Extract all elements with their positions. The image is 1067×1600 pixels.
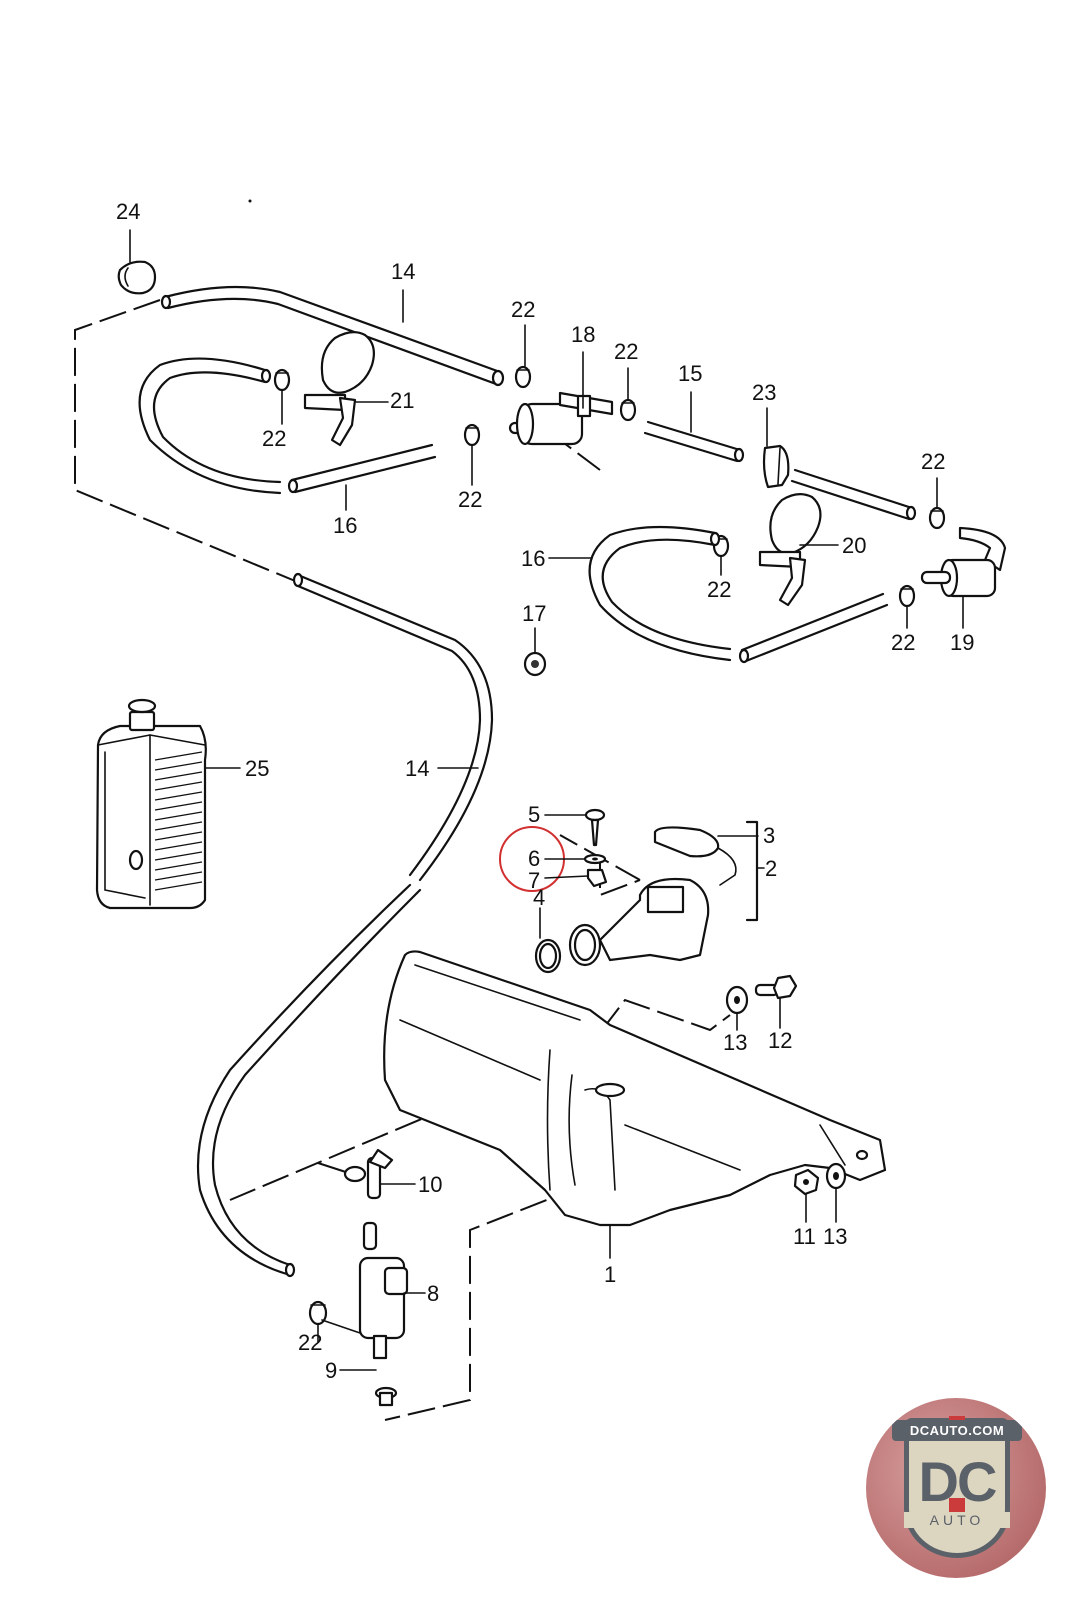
callout-8[interactable]: 8 [427, 1281, 439, 1306]
callout-24[interactable]: 24 [116, 199, 140, 224]
part-25-fluid-bottle[interactable] [95, 698, 207, 910]
clamp [619, 398, 637, 422]
part-24-clip[interactable] [117, 260, 157, 295]
part-1-reservoir[interactable] [383, 950, 887, 1227]
callout-3[interactable]: 3 [763, 823, 775, 848]
callout-labels: 24 14 22 18 22 15 23 21 22 22 16 22 16 2… [116, 199, 974, 1383]
callout-22[interactable]: 22 [262, 426, 286, 451]
part-23-clip[interactable] [762, 444, 790, 489]
logo-shield [904, 1418, 1010, 1558]
callout-16[interactable]: 16 [333, 513, 357, 538]
callout-13[interactable]: 13 [723, 1030, 747, 1055]
part-8-washer-pump[interactable] [321, 1256, 409, 1360]
callout-19[interactable]: 19 [950, 630, 974, 655]
callout-20[interactable]: 20 [842, 533, 866, 558]
hose-15[interactable] [643, 420, 745, 463]
clamp [928, 506, 946, 530]
callout-2[interactable]: 2 [765, 856, 777, 881]
part-19-check-valve[interactable] [920, 526, 1007, 598]
part-13-washer-lower[interactable] [825, 1162, 847, 1190]
hose-16-right[interactable] [588, 525, 732, 662]
hose-14-upper[interactable] [160, 285, 505, 387]
callout-16[interactable]: 16 [521, 546, 545, 571]
clamp [898, 584, 916, 608]
clamp [273, 368, 291, 392]
callout-10[interactable]: 10 [418, 1172, 442, 1197]
part-17-grommet[interactable] [523, 651, 547, 677]
part-21-washer-nozzle-left[interactable] [303, 331, 375, 447]
callout-22[interactable]: 22 [298, 1330, 322, 1355]
callout-22[interactable]: 22 [614, 339, 638, 364]
part-9-grommet[interactable] [374, 1386, 398, 1407]
callout-17[interactable]: 17 [522, 601, 546, 626]
part-13-washer-upper[interactable] [725, 985, 749, 1015]
callout-5[interactable]: 5 [528, 802, 540, 827]
dcauto-watermark-logo: DCAUTO.COM DC AUTO [866, 1398, 1046, 1578]
callout-23[interactable]: 23 [752, 380, 776, 405]
part-2-filler-neck[interactable] [568, 877, 710, 967]
callout-22[interactable]: 22 [707, 577, 731, 602]
part-6-washer[interactable] [583, 853, 607, 865]
part-10-elbow[interactable] [343, 1148, 394, 1251]
part-4-seal-ring[interactable] [534, 938, 562, 974]
hose-right-lower[interactable] [738, 592, 889, 664]
part-11-nut[interactable] [793, 1168, 820, 1196]
part-20-washer-nozzle-right[interactable] [758, 493, 822, 607]
part-12-bolt[interactable] [754, 974, 798, 1000]
callout-22[interactable]: 22 [458, 487, 482, 512]
callout-15[interactable]: 15 [678, 361, 702, 386]
callout-13[interactable]: 13 [823, 1224, 847, 1249]
callout-22[interactable]: 22 [921, 449, 945, 474]
clamp [514, 365, 532, 389]
callout-14[interactable]: 14 [391, 259, 415, 284]
part-18-check-valve-t[interactable] [508, 391, 614, 446]
hose-14-long[interactable] [196, 572, 494, 1278]
part-7-speed-nut[interactable] [586, 868, 608, 888]
bracket-2 [745, 820, 759, 922]
callout-22[interactable]: 22 [891, 630, 915, 655]
callout-7[interactable]: 7 [528, 868, 540, 893]
logo-letters: DC [918, 1450, 998, 1513]
hose-16-left[interactable] [138, 357, 282, 495]
leader-lines [129, 229, 964, 1371]
callout-6[interactable]: 6 [528, 846, 540, 871]
callout-14[interactable]: 14 [405, 756, 429, 781]
callout-21[interactable]: 21 [390, 388, 414, 413]
logo-subtitle: AUTO [904, 1512, 1010, 1528]
callout-11[interactable]: 11 [793, 1224, 816, 1249]
callout-9[interactable]: 9 [325, 1358, 337, 1383]
callout-4[interactable]: 4 [533, 885, 545, 910]
part-3-filler-cap[interactable] [653, 826, 737, 886]
logo-banner: DCAUTO.COM [892, 1420, 1022, 1441]
hose-16-left-straight[interactable] [287, 443, 437, 494]
callout-25[interactable]: 25 [245, 756, 269, 781]
callout-22[interactable]: 22 [511, 297, 535, 322]
part-5-screw[interactable] [584, 808, 606, 847]
callout-18[interactable]: 18 [571, 322, 595, 347]
clamp [463, 423, 481, 447]
bottle-hatch [154, 751, 203, 891]
callout-12[interactable]: 12 [768, 1028, 792, 1053]
hose-right-upper[interactable] [790, 468, 917, 521]
callout-1[interactable]: 1 [604, 1262, 616, 1287]
